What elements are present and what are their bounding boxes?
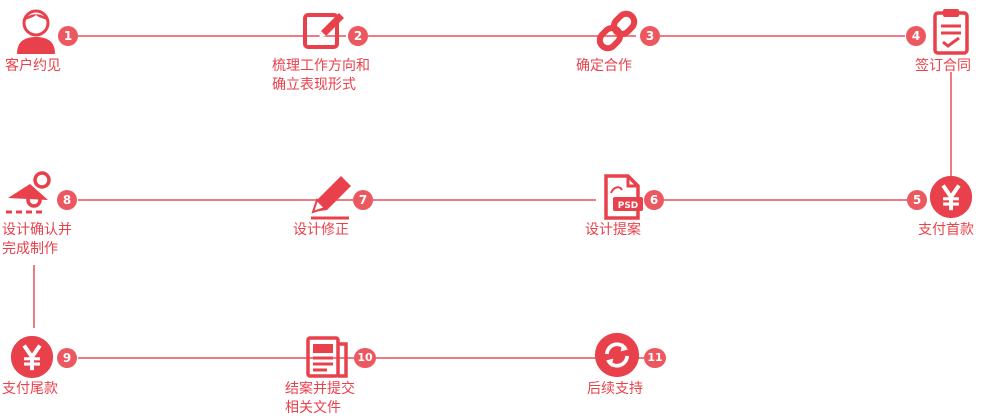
- step-label-3: 确定合作: [576, 58, 632, 74]
- connector-7-8: [78, 199, 354, 201]
- connector-10-11: [376, 357, 644, 359]
- step-number-8: 8: [57, 190, 77, 210]
- connector-8-9: [33, 265, 35, 328]
- psd-file-icon: PSD: [596, 172, 646, 222]
- connector-5-6: [664, 199, 908, 201]
- step-number-7: 7: [353, 190, 373, 210]
- edit-icon: [299, 6, 349, 56]
- step-label-9: 支付尾款: [2, 381, 58, 397]
- step-number-11: 11: [644, 348, 666, 368]
- step-label-8: 设计确认并 完成制作: [2, 222, 72, 257]
- step-number-2: 2: [348, 26, 368, 46]
- yen-icon: [10, 335, 54, 379]
- clipboard-icon: [926, 6, 976, 56]
- step-number-6: 6: [644, 190, 664, 210]
- pen-icon: [305, 172, 355, 222]
- refresh-icon: [594, 332, 640, 378]
- step-label-5: 支付首款: [918, 222, 974, 238]
- step-label-2: 梳理工作方向和 确立表现形式: [272, 58, 370, 93]
- document-icon: [302, 332, 352, 382]
- connector-3-4: [660, 35, 905, 37]
- step-number-9: 9: [57, 348, 77, 368]
- yen-icon: [929, 175, 973, 219]
- connector-9-10: [78, 357, 354, 359]
- step-label-7: 设计修正: [293, 222, 349, 238]
- step-number-5: 5: [907, 190, 927, 210]
- step-number-10: 10: [354, 348, 376, 368]
- link-icon: [592, 6, 642, 56]
- user-icon: [11, 6, 61, 56]
- step-label-11: 后续支持: [587, 381, 643, 397]
- step-label-10: 结案并提交 相关文件: [285, 381, 355, 416]
- step-number-3: 3: [640, 26, 660, 46]
- step-label-6: 设计提案: [585, 222, 641, 238]
- connector-2-3: [368, 35, 636, 37]
- connector-6-7: [372, 199, 596, 201]
- connector-4-5: [950, 72, 952, 177]
- scissors-icon: [4, 170, 54, 220]
- step-number-4: 4: [906, 26, 926, 46]
- step-label-4: 签订合同: [915, 58, 971, 74]
- svg-text:PSD: PSD: [618, 201, 639, 211]
- step-number-1: 1: [58, 26, 78, 46]
- connector-1-2: [78, 35, 346, 37]
- step-label-1: 客户约见: [5, 58, 61, 74]
